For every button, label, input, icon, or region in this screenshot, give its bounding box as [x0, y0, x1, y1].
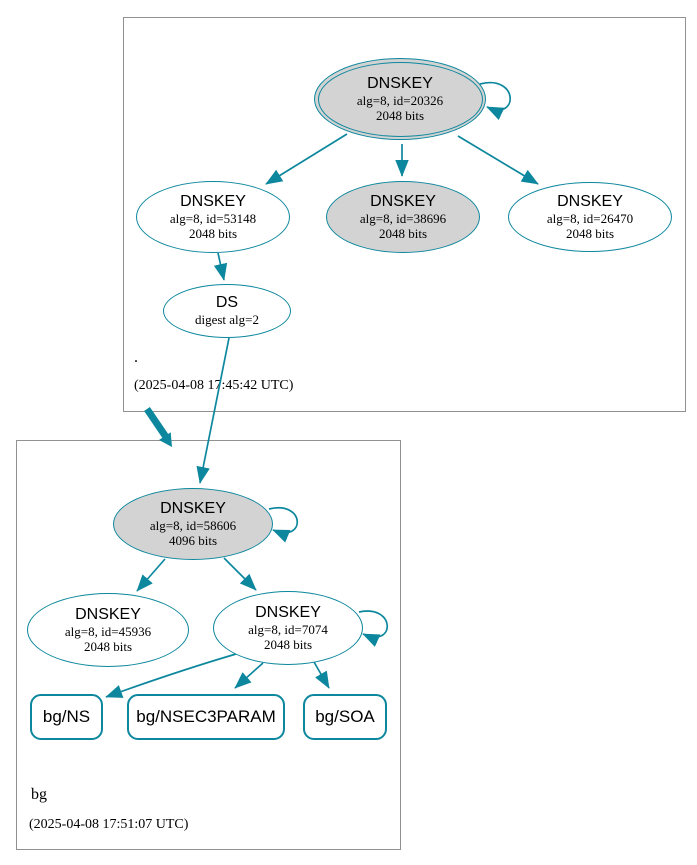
node-dnskey-38696[interactable]: DNSKEY alg=8, id=38696 2048 bits	[326, 181, 480, 253]
node-dnskey-53148[interactable]: DNSKEY alg=8, id=53148 2048 bits	[136, 181, 290, 253]
node-dnskey-58606-type: DNSKEY	[160, 499, 226, 517]
node-dnskey-20326-type: DNSKEY	[367, 74, 433, 92]
node-dnskey-26470-bits: 2048 bits	[565, 225, 615, 241]
node-dnskey-20326-bits: 2048 bits	[375, 107, 425, 123]
zone-label-root: .	[134, 349, 138, 366]
node-dnskey-7074-detail: alg=8, id=7074	[248, 621, 328, 637]
node-dnskey-26470-type: DNSKEY	[557, 192, 623, 210]
node-dnskey-53148-bits: 2048 bits	[188, 225, 238, 241]
zone-label-bg: bg	[31, 786, 47, 803]
node-dnskey-45936[interactable]: DNSKEY alg=8, id=45936 2048 bits	[27, 593, 189, 667]
node-dnskey-26470-detail: alg=8, id=26470	[546, 210, 634, 226]
node-dnskey-45936-bits: 2048 bits	[83, 638, 133, 654]
edge-zone-delegation-shaft	[144, 407, 169, 439]
node-dnskey-20326-detail: alg=8, id=20326	[356, 92, 444, 108]
node-dnskey-38696-detail: alg=8, id=38696	[359, 210, 447, 226]
node-dnskey-53148-detail: alg=8, id=53148	[169, 210, 257, 226]
node-rrset-bg-nsec3param[interactable]: bg/NSEC3PARAM	[127, 694, 285, 740]
node-ds-detail: digest alg=2	[194, 312, 260, 328]
node-dnskey-53148-type: DNSKEY	[180, 192, 246, 210]
node-rrset-bg-soa[interactable]: bg/SOA	[303, 694, 387, 740]
node-dnskey-45936-detail: alg=8, id=45936	[64, 623, 152, 639]
node-rrset-bg-ns-label: bg/NS	[42, 707, 91, 726]
node-dnskey-7074-type: DNSKEY	[255, 603, 321, 621]
node-rrset-bg-soa-label: bg/SOA	[315, 707, 375, 726]
node-dnskey-7074-bits: 2048 bits	[263, 636, 313, 652]
zone-timestamp-root: (2025-04-08 17:45:42 UTC)	[134, 378, 294, 393]
node-dnskey-45936-type: DNSKEY	[75, 605, 141, 623]
node-dnskey-38696-type: DNSKEY	[370, 192, 436, 210]
node-dnskey-58606[interactable]: DNSKEY alg=8, id=58606 4096 bits	[113, 488, 273, 560]
node-dnskey-26470[interactable]: DNSKEY alg=8, id=26470 2048 bits	[508, 182, 672, 252]
node-dnskey-58606-detail: alg=8, id=58606	[149, 517, 237, 533]
node-dnskey-58606-bits: 4096 bits	[168, 532, 218, 548]
node-ds-type: DS	[215, 294, 239, 312]
node-rrset-bg-ns[interactable]: bg/NS	[30, 694, 103, 740]
node-dnskey-38696-bits: 2048 bits	[378, 225, 428, 241]
node-dnskey-7074[interactable]: DNSKEY alg=8, id=7074 2048 bits	[213, 591, 363, 665]
zone-timestamp-bg: (2025-04-08 17:51:07 UTC)	[29, 817, 189, 832]
node-dnskey-20326[interactable]: DNSKEY alg=8, id=20326 2048 bits	[314, 58, 486, 140]
node-ds[interactable]: DS digest alg=2	[163, 284, 291, 338]
node-rrset-bg-nsec3param-label: bg/NSEC3PARAM	[136, 707, 276, 726]
